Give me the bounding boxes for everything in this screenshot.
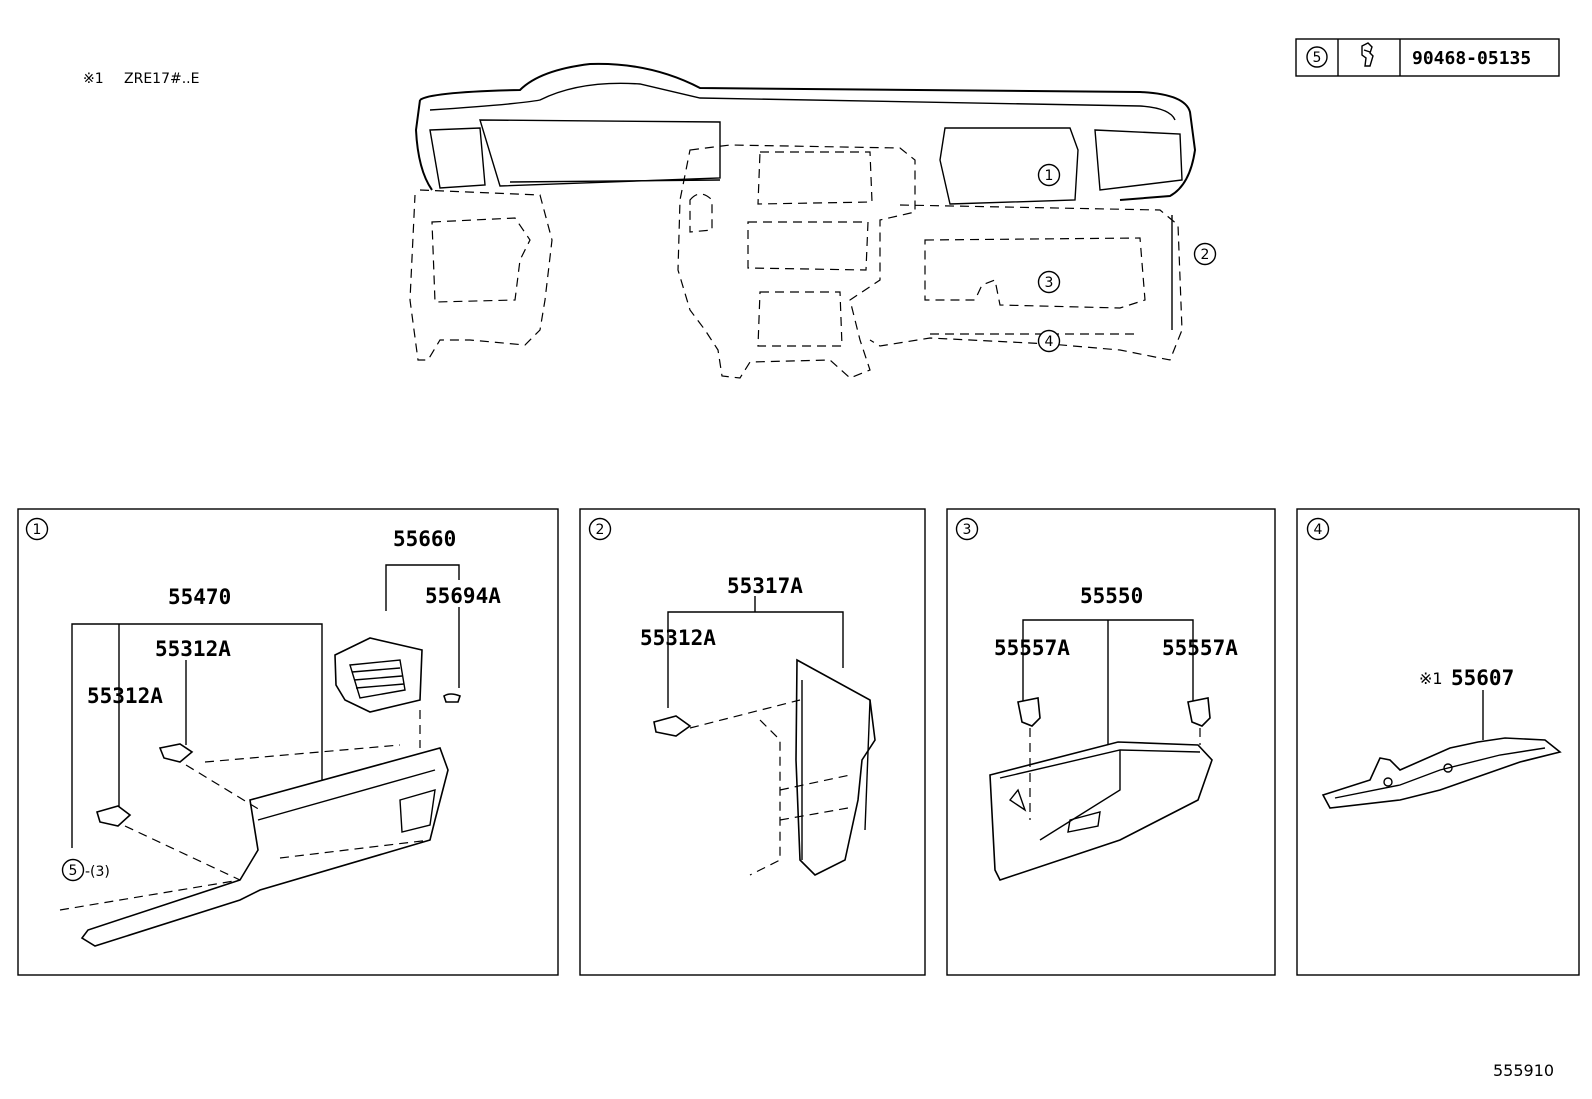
detail-panel-3: 3 55550 55557A 55557A xyxy=(946,508,1276,976)
label-55550: 55550 xyxy=(1080,584,1143,608)
label-55312A-panel-2: 55312A xyxy=(640,626,716,650)
label-55557A-left: 55557A xyxy=(994,636,1070,660)
panel-2-ref: 2 xyxy=(596,522,605,538)
panel-1-clip-qty: -(3) xyxy=(85,864,110,880)
clip-icon xyxy=(1361,42,1374,67)
label-55312A-upper: 55312A xyxy=(155,637,231,661)
fastener-ref-number: 5 xyxy=(1313,50,1322,66)
label-55660: 55660 xyxy=(393,527,456,551)
fastener-table: 5 90468-05135 xyxy=(1295,38,1560,77)
svg-text:4: 4 xyxy=(1045,334,1054,350)
note-model-code: ZRE17#..E xyxy=(124,71,199,87)
svg-text:3: 3 xyxy=(1045,275,1054,291)
overview-callout-3: 3 xyxy=(1037,270,1061,294)
label-55470: 55470 xyxy=(168,585,231,609)
instrument-panel-overview xyxy=(409,62,1197,379)
detail-panel-4: 4 ※1 55607 xyxy=(1296,508,1580,976)
note-marker: ※1 xyxy=(83,71,104,87)
label-55557A-right: 55557A xyxy=(1162,636,1238,660)
panel-4-note-marker: ※1 xyxy=(1419,669,1443,688)
panel-4-ref: 4 xyxy=(1314,522,1323,538)
label-55607: 55607 xyxy=(1451,666,1514,690)
detail-panel-2: 2 55317A 55312A xyxy=(579,508,926,976)
svg-text:1: 1 xyxy=(1045,168,1054,184)
overview-callout-1: 1 xyxy=(1037,163,1061,187)
svg-text:2: 2 xyxy=(1201,247,1210,263)
label-55312A-lower: 55312A xyxy=(87,684,163,708)
overview-callout-4: 4 xyxy=(1037,329,1061,353)
panel-1-ref: 1 xyxy=(33,522,42,538)
panel-1-clip-ref: 5 xyxy=(69,863,78,879)
overview-callout-2: 2 xyxy=(1193,242,1217,266)
fastener-part-number: 90468-05135 xyxy=(1412,48,1531,69)
panel-3-ref: 3 xyxy=(963,522,972,538)
diagram-number: 555910 xyxy=(1493,1061,1554,1080)
label-55694A: 55694A xyxy=(425,584,501,608)
detail-panel-1: 1 55660 55694A 55470 55312A 55312A xyxy=(17,508,559,976)
label-55317A: 55317A xyxy=(727,574,803,598)
